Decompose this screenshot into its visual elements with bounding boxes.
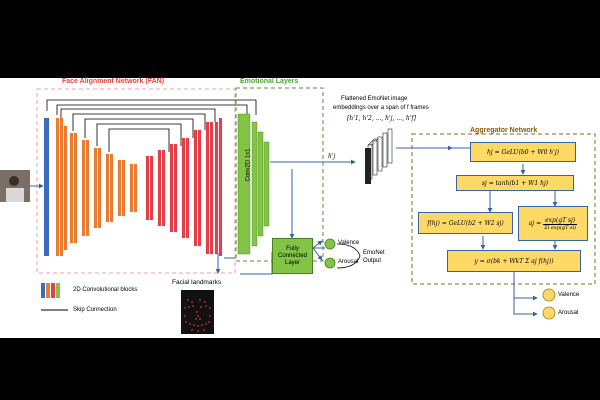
fan-block: [173, 143, 178, 233]
eq-f-box: f(hj) = GeLU(b2 + W2 sj): [418, 212, 513, 234]
landmark-point: [197, 315, 199, 317]
fan-block: [59, 125, 64, 251]
emonet-arousal-label: Arousal: [338, 259, 359, 265]
landmark-point: [184, 307, 186, 309]
fan-block: [73, 132, 78, 244]
fan-block: [197, 129, 202, 247]
fan-block: [218, 117, 223, 257]
fan-block: [185, 137, 190, 239]
diagram-canvas: Face Alignment Network (FAN) Emotional L…: [0, 78, 600, 338]
landmark-point: [185, 321, 187, 323]
eq-h-box: hj = GeLU(b0 + W0 h'j): [470, 142, 576, 162]
emotional-block: [257, 131, 264, 237]
aggregator-region: [411, 133, 596, 285]
fan-block: [209, 121, 214, 255]
landmark-point: [203, 329, 205, 331]
diagram-svg: [0, 87, 596, 334]
landmark-point: [197, 330, 199, 332]
fan-block: [157, 149, 162, 227]
fan-block: [63, 125, 68, 251]
fan-block: [193, 129, 198, 247]
fan-block: [85, 139, 90, 237]
landmark-point: [209, 315, 211, 317]
emotional-block: [251, 121, 258, 247]
facial-landmarks-label: Facial landmarks: [172, 279, 222, 286]
fan-block: [55, 117, 60, 257]
fan-block: [121, 159, 126, 217]
landmark-point: [191, 329, 193, 331]
emotional-title: Emotional Layers: [240, 78, 299, 85]
fan-block: [69, 132, 74, 244]
landmark-point: [192, 305, 194, 307]
landmark-point: [199, 318, 201, 320]
fan-block: [145, 155, 150, 221]
agg-valence-dot: [542, 288, 556, 302]
landmark-point: [200, 306, 202, 308]
fan-block: [169, 143, 174, 233]
landmark-point: [197, 325, 199, 327]
fan-block: [43, 117, 50, 257]
landmark-point: [187, 299, 189, 301]
landmark-point: [184, 315, 186, 317]
landmark-point: [193, 324, 195, 326]
fan-block: [93, 147, 98, 229]
embed-caption-2: embeddings over a span of f frames: [333, 105, 429, 111]
fan-block: [129, 163, 134, 213]
embed-caption-1: Flattened EmoNet image: [341, 96, 408, 102]
landmark-point: [205, 305, 207, 307]
emotional-conv-blocks: [237, 113, 270, 255]
embedding-stack: [365, 128, 393, 184]
legend: [41, 283, 68, 311]
emonet-valence-label: Valence: [338, 240, 360, 246]
emonet-output-label-1: EmoNet: [363, 250, 385, 256]
landmark-point: [188, 306, 190, 308]
fan-title: Face Alignment Network (FAN): [62, 78, 165, 85]
aggregator-title: Aggregator Network: [470, 127, 538, 134]
fan-block: [109, 153, 114, 223]
fan-block: [214, 121, 219, 255]
landmark-point: [208, 321, 210, 323]
emonet-output-label-2: Output: [363, 258, 382, 264]
agg-arousal-label: Arousal: [558, 310, 579, 316]
legend-conv-label: 2D Convolutional blocks: [73, 287, 138, 293]
conv2d-label: Conv2D 1x1: [245, 148, 252, 182]
embed-caption-3: [h'1, h'2, ..., h'j, ..., h'f]: [347, 115, 416, 122]
fan-block: [105, 153, 110, 223]
landmark-point: [189, 323, 191, 325]
landmark-point: [201, 324, 203, 326]
agg-valence-label: Valence: [558, 292, 580, 298]
eq-y-box: y = σ(bk + WkT Σ aj f(hj)): [447, 250, 581, 272]
emotional-block: [263, 141, 270, 227]
landmark-point: [196, 311, 198, 313]
landmark-point: [191, 301, 193, 303]
fan-conv-blocks: [43, 117, 223, 257]
fan-block: [161, 149, 166, 227]
agg-arousal-dot: [542, 306, 556, 320]
eq-a-box: aj = exp(gT sj) Σi exp(gT si): [518, 206, 588, 241]
emonet-arousal-dot: [324, 257, 336, 269]
fan-block: [149, 155, 154, 221]
legend-skip-label: Skip Connection: [73, 307, 117, 313]
fan-block: [133, 163, 138, 213]
landmark-point: [209, 307, 211, 309]
fan-block: [181, 137, 186, 239]
fan-block: [117, 159, 122, 217]
skip-connections: [46, 99, 257, 152]
landmark-point: [204, 301, 206, 303]
embed-arrow-label: h'j: [328, 153, 336, 160]
fan-block: [205, 121, 210, 255]
landmark-point: [205, 323, 207, 325]
landmark-point: [199, 299, 201, 301]
landmark-point: [195, 318, 197, 320]
fully-connected-layer: Fully Connected Layer: [272, 238, 313, 274]
emonet-valence-dot: [324, 238, 336, 250]
fan-region: [36, 88, 236, 274]
emotional-block: [237, 113, 251, 255]
fan-block: [97, 147, 102, 229]
fan-block: [81, 139, 86, 237]
eq-s-box: sj = tanh(b1 + W1 hj): [456, 175, 574, 191]
